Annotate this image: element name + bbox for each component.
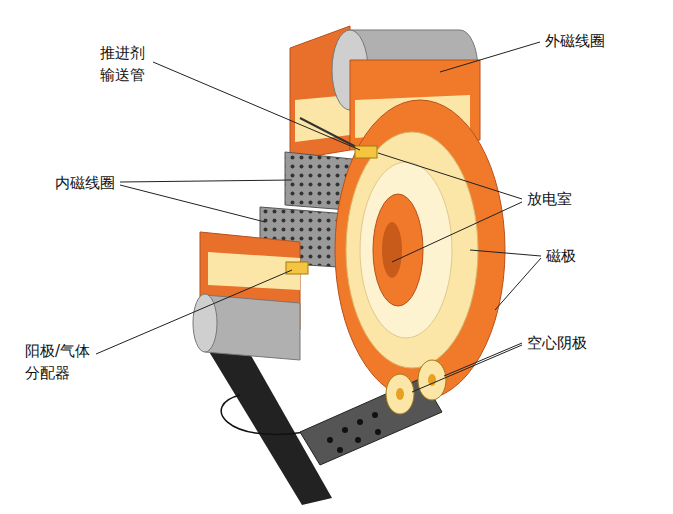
part-label: 空心阴极 (527, 332, 587, 354)
anode-distributor (286, 146, 377, 274)
leader-lines (96, 42, 541, 392)
propellant-tube (300, 118, 362, 150)
leader-lines (378, 153, 522, 199)
support-strut (221, 395, 305, 435)
hollow-cathode (355, 437, 361, 443)
leader-lines (495, 258, 541, 310)
hollow-cathode (300, 360, 446, 465)
hollow-cathode (418, 360, 446, 400)
front-pole-disk (373, 194, 423, 306)
leader-lines (96, 270, 292, 354)
part-label: 外磁线圈 (545, 30, 605, 52)
front-pole-disk (335, 100, 505, 400)
anode-distributor (286, 262, 308, 274)
support-strut (205, 345, 332, 505)
part-label: 推进剂 输送管 (100, 42, 148, 86)
hollow-cathode (327, 437, 333, 443)
leader-lines (120, 185, 265, 222)
part-label: 放电室 (527, 188, 572, 210)
lower-cut-block (193, 294, 217, 352)
propellant-tube (300, 118, 362, 150)
leader-lines (470, 250, 541, 256)
hollow-cathode (372, 412, 378, 418)
hollow-cathode (375, 429, 381, 435)
part-label: 阳极/气体 分配器 (25, 340, 100, 384)
leader-lines (444, 343, 522, 376)
leader-lines (412, 345, 522, 392)
front-pole-disk (346, 132, 478, 368)
front-pole-disk (360, 162, 452, 338)
hollow-cathode (396, 388, 404, 400)
front-pole-disk (382, 222, 402, 278)
leader-lines (153, 62, 360, 150)
leader-lines (440, 42, 540, 72)
lower-cut-block (205, 295, 300, 360)
part-label: 磁极 (546, 245, 576, 267)
part-label: 内磁线圈 (55, 172, 115, 194)
support-strut (205, 345, 332, 505)
hollow-cathode (386, 374, 414, 414)
anode-distributor (355, 146, 377, 158)
front-pole-disk (335, 100, 505, 400)
leader-lines (120, 180, 292, 182)
hollow-cathode (342, 427, 348, 433)
hollow-cathode (357, 419, 363, 425)
lower-cut-block (193, 232, 300, 360)
hollow-cathode (337, 447, 343, 453)
